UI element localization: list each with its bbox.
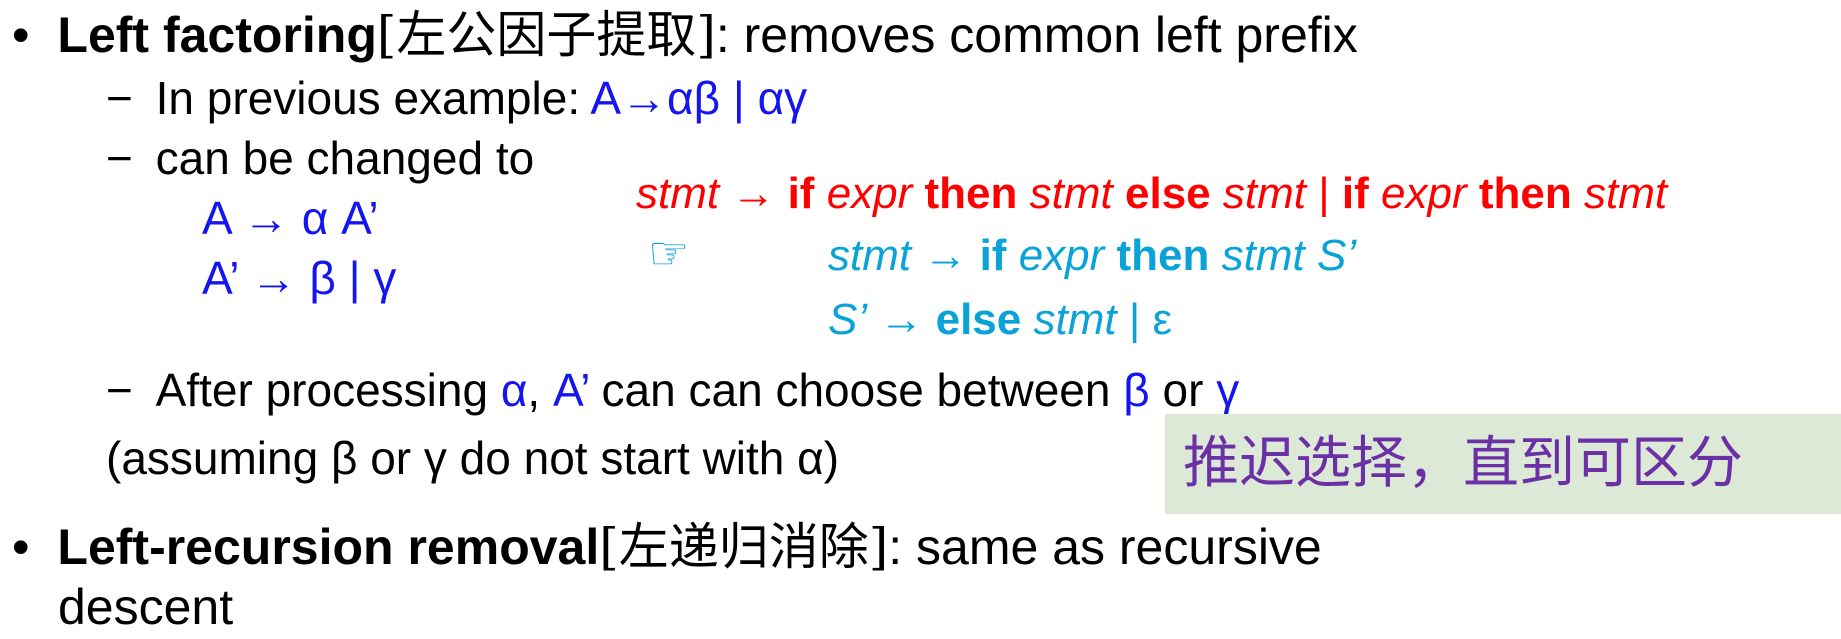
stmt-rule-factored: stmt → if expr then stmt S’ <box>828 226 1356 286</box>
arrow: → <box>731 169 776 218</box>
keyword-else: else <box>935 295 1022 344</box>
bullet-continuation: descent <box>58 579 234 635</box>
sub-text: After processing <box>155 364 501 416</box>
bullet-title-chinese: [左公因子提取] <box>376 6 716 64</box>
sub-formula: A→αβ | αγ <box>590 72 808 124</box>
symbol-a: A <box>202 192 231 244</box>
nonterminal-s-prime: S’ <box>1317 231 1357 280</box>
sub-dash: − <box>106 132 133 184</box>
comma: , <box>527 364 553 416</box>
sub-after-processing: − After processing α, A’ can can choose … <box>106 360 1239 420</box>
nonterminal-stmt: stmt <box>1222 169 1306 218</box>
nonterminal-stmt: stmt <box>1033 295 1117 344</box>
bullet-left-factoring: • Left factoring[左公因子提取]: removes common… <box>12 3 1358 67</box>
assumption-text: (assuming β or γ do not start with α) <box>106 432 840 484</box>
keyword-if: if <box>787 169 815 218</box>
keyword-else: else <box>1125 169 1211 218</box>
keyword-if: if <box>1341 169 1369 218</box>
nonterminal-stmt: stmt <box>1029 169 1113 218</box>
symbol-a-prime: A’ <box>341 192 379 244</box>
arrow: → <box>242 192 289 244</box>
note-text: 推迟选择，直到可区分 <box>1183 431 1743 496</box>
nonterminal-stmt: stmt <box>1221 231 1305 280</box>
bullet-marker: • <box>12 519 30 575</box>
nonterminal-expr: expr <box>1381 169 1467 218</box>
sub-text: In previous example: <box>155 72 591 124</box>
keyword-then: then <box>924 169 1018 218</box>
symbol-beta: β <box>309 252 336 304</box>
sub-text: can can choose between <box>588 364 1124 416</box>
bullet-description: : same as recursive <box>888 519 1322 575</box>
symbol-gamma: γ <box>373 252 397 304</box>
s-prime-rule: S’ → else stmt | ε <box>828 290 1172 350</box>
nonterminal-stmt: stmt <box>1583 169 1668 218</box>
bullet-description: : removes common left prefix <box>715 7 1358 63</box>
sub-dash: − <box>106 364 133 416</box>
nonterminal-stmt: stmt <box>828 231 912 280</box>
bullet-title: Left-recursion removal <box>57 519 600 575</box>
sub-dash: − <box>106 72 133 124</box>
symbol-a-prime: A’ <box>202 252 238 304</box>
note-box: 推迟选择，直到可区分 <box>1165 414 1841 514</box>
grammar-rule-a: A → α A’ <box>202 188 379 248</box>
arrow: → <box>250 252 297 304</box>
bar: | <box>348 252 361 304</box>
stmt-rule-original: stmt → if expr then stmt else stmt | if … <box>636 164 1667 224</box>
nonterminal-s-prime: S’ <box>828 295 868 344</box>
sub-previous-example: − In previous example: A→αβ | αγ <box>106 68 807 128</box>
bullet-marker: • <box>12 7 30 63</box>
pointing-hand-icon: ☞ <box>648 227 690 279</box>
grammar-rule-a-prime: A’ → β | γ <box>202 248 396 308</box>
nonterminal-expr: expr <box>826 169 913 218</box>
symbol-alpha: α <box>301 192 329 244</box>
nonterminal-stmt: stmt <box>636 169 720 218</box>
keyword-if: if <box>979 231 1007 280</box>
bar: | <box>1128 295 1141 344</box>
sub-text: can be changed to <box>155 132 535 184</box>
bar: | <box>1318 169 1330 218</box>
bullet-left-recursion: • Left-recursion removal[左递归消除]: same as… <box>12 515 1322 579</box>
nonterminal-expr: expr <box>1018 231 1105 280</box>
symbol-a-prime: A’ <box>552 364 589 416</box>
sub-text: or <box>1149 364 1217 416</box>
keyword-then: then <box>1478 169 1572 218</box>
bullet-title-chinese: [左递归消除] <box>599 518 889 576</box>
symbol-epsilon: ε <box>1152 295 1173 344</box>
keyword-then: then <box>1116 231 1210 280</box>
symbol-gamma: γ <box>1216 364 1240 416</box>
symbol-alpha: α <box>500 364 528 416</box>
arrow: → <box>923 231 968 280</box>
symbol-beta: β <box>1123 364 1150 416</box>
arrow: → <box>879 295 924 344</box>
bullet-title: Left factoring <box>57 7 377 63</box>
sub-changed-to: − can be changed to <box>106 128 534 188</box>
